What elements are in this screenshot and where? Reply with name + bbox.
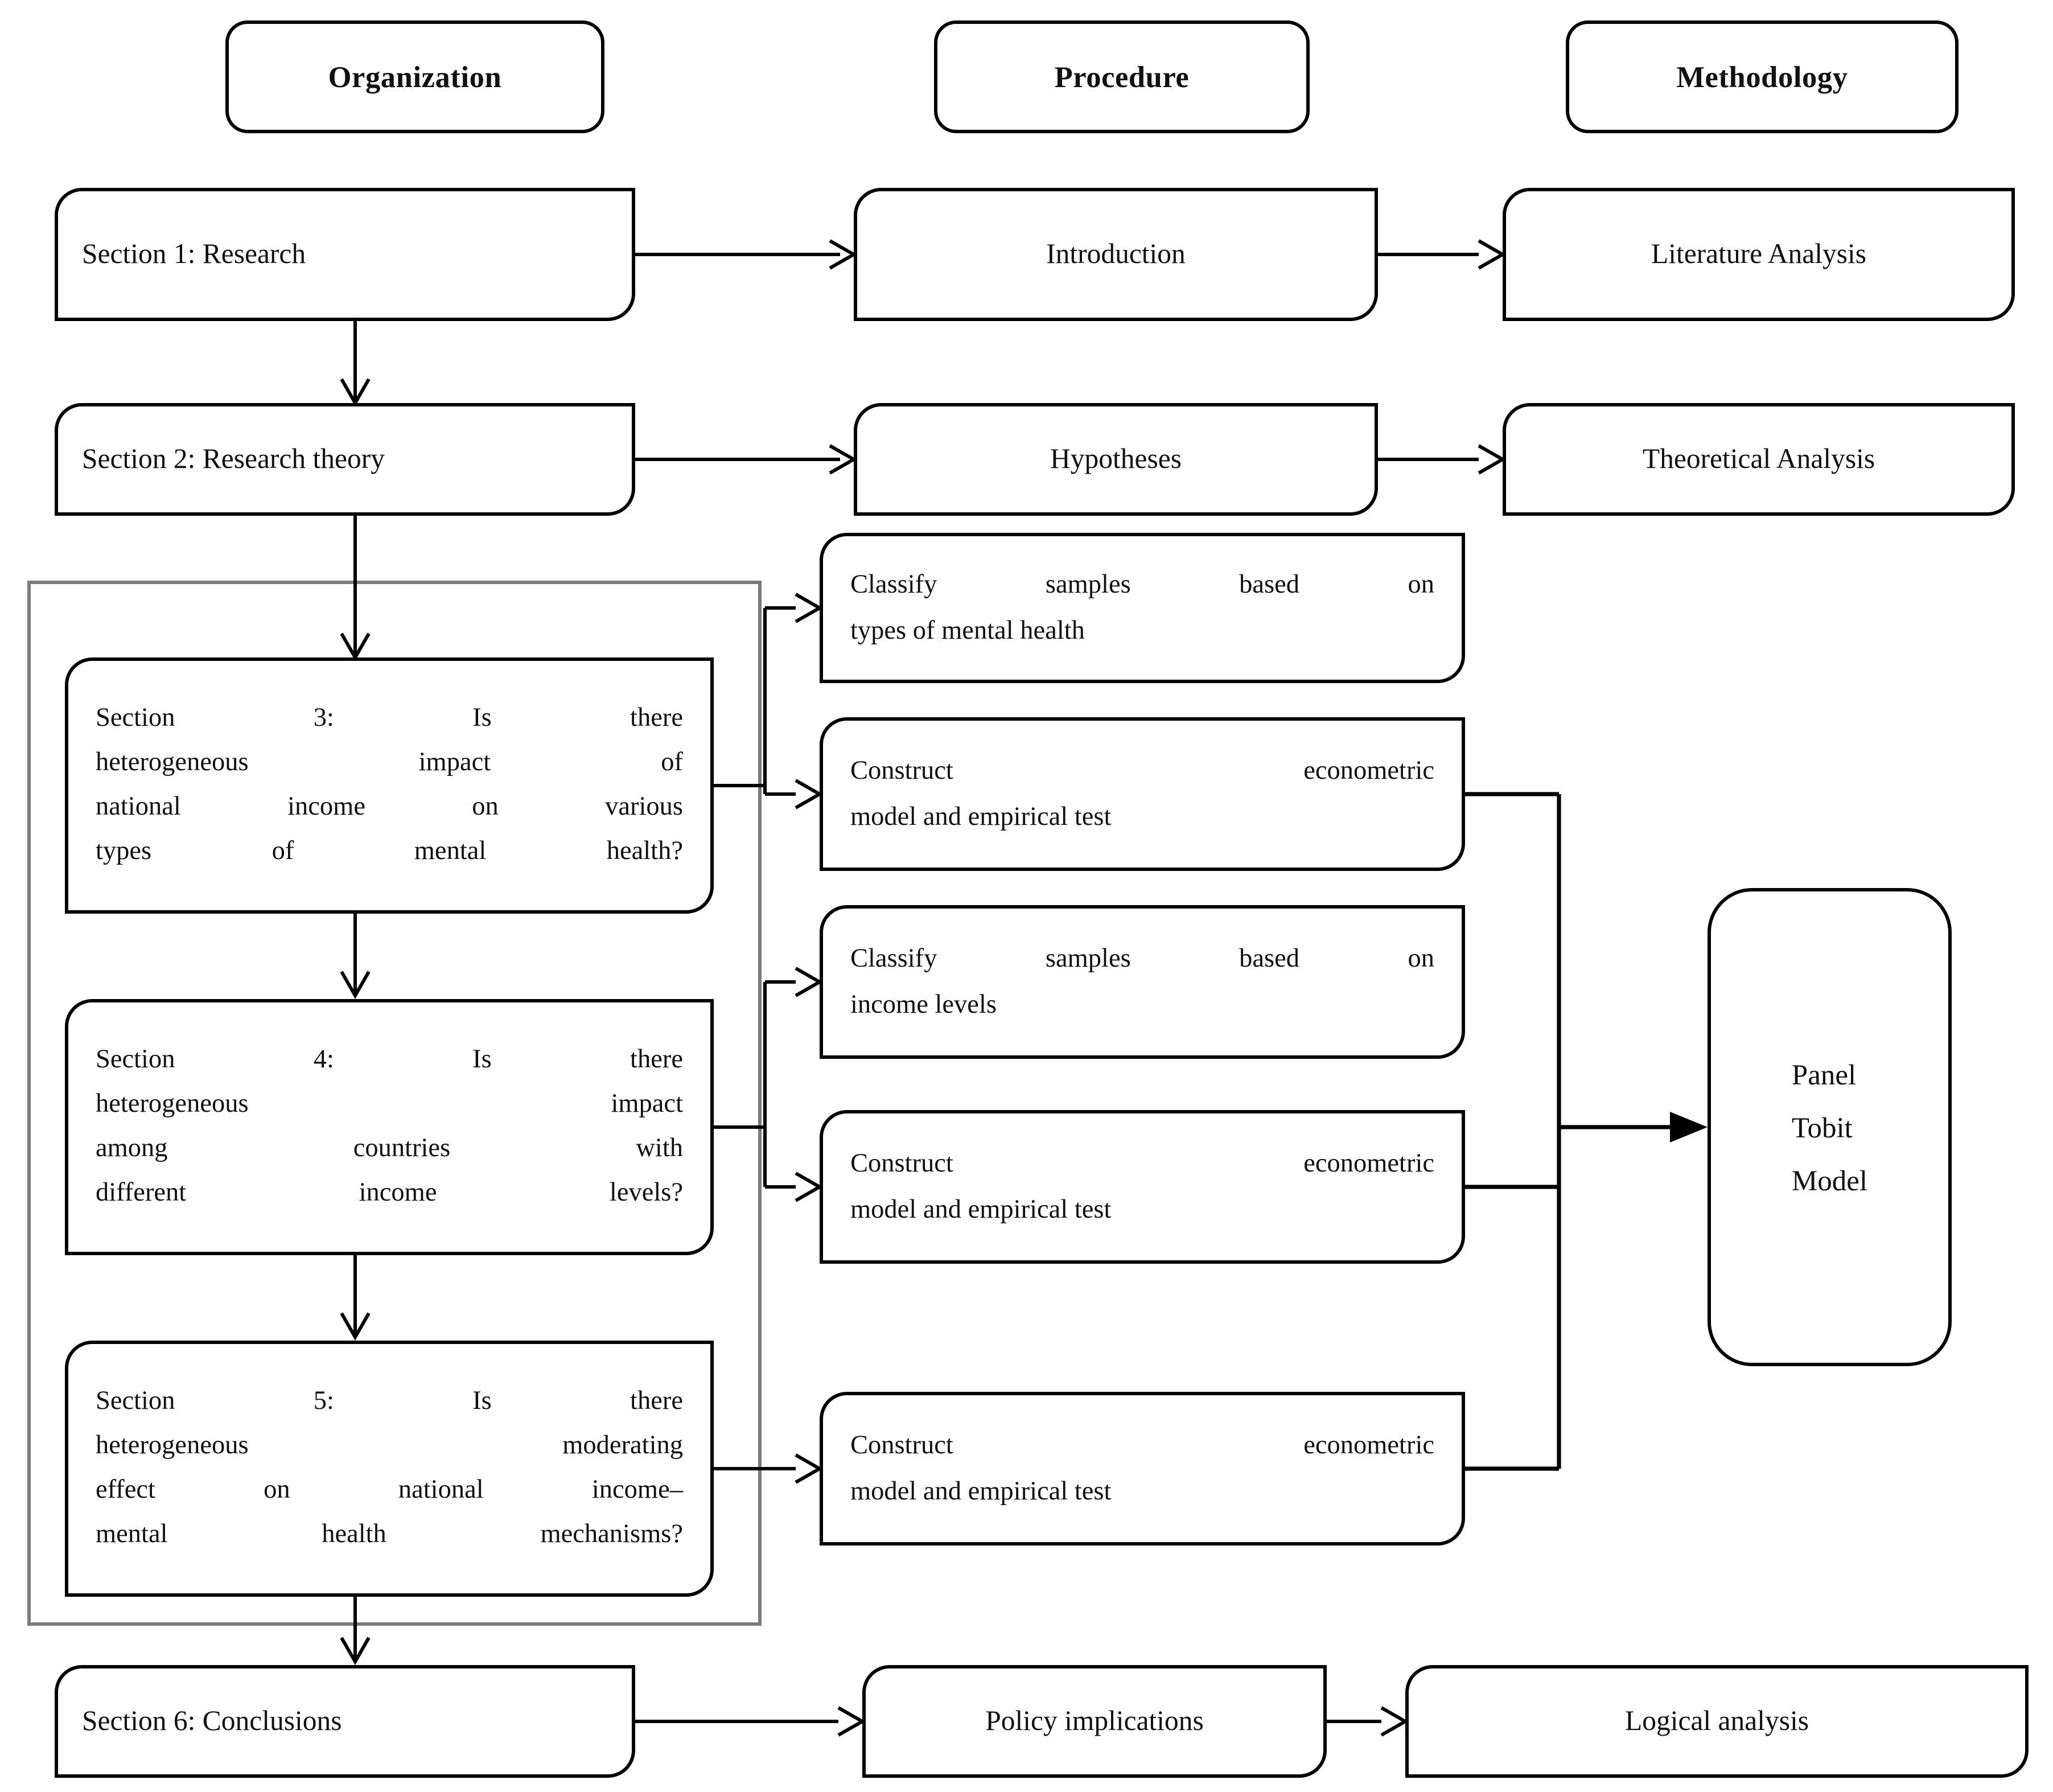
node-construct-model-3-line2: model and empirical test [850, 1477, 1112, 1506]
solid-arrowhead-panel-tobit [1670, 1112, 1708, 1142]
node-theoretical-analysis: Theoretical Analysis [1503, 403, 2015, 516]
node-section3-line4: types of mental health? [96, 837, 683, 866]
node-panel-tobit-line2: Tobit [1791, 1111, 1853, 1144]
node-section1-label: Section 1: Research [82, 237, 306, 270]
node-panel-tobit-model-text: Panel Tobit Model [1792, 1048, 1867, 1207]
node-classify-income-levels-text: Classify samples based on income levels [823, 936, 1462, 1028]
arrow-hypotheses-to-theoretical [1378, 446, 1503, 473]
node-section4-line2: heterogeneous impact [96, 1090, 683, 1119]
node-classify-income-levels: Classify samples based on income levels [820, 905, 1465, 1059]
header-methodology-label: Methodology [1676, 59, 1848, 93]
node-construct-model-2-line2: model and empirical test [850, 1195, 1112, 1224]
collector-to-panel-tobit [1465, 794, 1708, 1469]
header-procedure-label: Procedure [1054, 59, 1190, 93]
node-section3-line1: Section 3: Is there [96, 704, 683, 733]
node-classify-income-levels-line2: income levels [850, 990, 997, 1020]
node-section5-text: Section 5: Is there heterogeneous modera… [68, 1380, 710, 1557]
node-introduction: Introduction [854, 188, 1378, 321]
node-section6: Section 6: Conclusions [55, 1665, 635, 1778]
node-section3-text: Section 3: Is there heterogeneous impact… [68, 697, 710, 874]
header-methodology: Methodology [1566, 20, 1959, 133]
node-construct-model-3-line1: Construct econometric [850, 1431, 1434, 1460]
node-classify-mental-health-line2: types of mental health [850, 616, 1085, 646]
node-panel-tobit-line3: Model [1791, 1164, 1868, 1197]
arrow-section1-to-section2 [342, 321, 369, 403]
node-logical-analysis: Logical analysis [1405, 1665, 2029, 1778]
node-construct-model-1-line1: Construct econometric [850, 757, 1434, 786]
node-construct-model-2-text: Construct econometric model and empirica… [823, 1141, 1462, 1233]
node-hypotheses-label: Hypotheses [1050, 442, 1182, 475]
node-introduction-label: Introduction [1046, 237, 1186, 270]
node-construct-model-1: Construct econometric model and empirica… [820, 717, 1465, 871]
node-section3-line2: heterogeneous impact of [96, 748, 683, 777]
node-construct-model-2: Construct econometric model and empirica… [820, 1110, 1465, 1264]
node-section5-line3: effect on national income– [96, 1475, 683, 1505]
sections-3-4-5-group-outline [27, 581, 762, 1626]
node-section5: Section 5: Is there heterogeneous modera… [65, 1341, 714, 1597]
node-classify-income-levels-line1: Classify samples based on [850, 944, 1434, 973]
header-organization: Organization [225, 20, 604, 133]
header-procedure: Procedure [934, 20, 1310, 133]
node-classify-mental-health: Classify samples based on types of menta… [820, 533, 1465, 683]
node-construct-model-1-text: Construct econometric model and empirica… [823, 748, 1462, 840]
arrow-section6-to-policy [635, 1708, 862, 1735]
node-section5-line2: heterogeneous moderating [96, 1431, 683, 1460]
node-section1: Section 1: Research [55, 188, 635, 321]
node-section5-line1: Section 5: Is there [96, 1387, 683, 1416]
node-section4-line4: different income levels? [96, 1178, 683, 1207]
arrow-policy-to-logical [1327, 1708, 1405, 1735]
node-section5-line4: mental health mechanisms? [96, 1520, 683, 1549]
node-section6-label: Section 6: Conclusions [82, 1704, 342, 1737]
node-panel-tobit-model: Panel Tobit Model [1708, 888, 1952, 1366]
node-construct-model-1-line2: model and empirical test [850, 803, 1112, 832]
node-section2: Section 2: Research theory [55, 403, 635, 516]
node-section2-label: Section 2: Research theory [82, 442, 385, 475]
arrow-introduction-to-literature [1378, 241, 1503, 268]
node-section3-line3: national income on various [96, 792, 683, 821]
node-section3: Section 3: Is there heterogeneous impact… [65, 657, 714, 914]
node-section4-text: Section 4: Is there heterogeneous impact… [68, 1038, 710, 1216]
node-theoretical-analysis-label: Theoretical Analysis [1642, 442, 1875, 475]
arrow-section2-to-hypotheses [635, 446, 854, 473]
node-policy-implications-label: Policy implications [985, 1704, 1204, 1737]
node-panel-tobit-line1: Panel [1791, 1058, 1857, 1091]
node-classify-mental-health-line1: Classify samples based on [850, 570, 1434, 599]
node-literature-analysis: Literature Analysis [1503, 188, 2015, 321]
node-construct-model-3: Construct econometric model and empirica… [820, 1392, 1465, 1546]
node-policy-implications: Policy implications [862, 1665, 1327, 1778]
node-construct-model-2-line1: Construct econometric [850, 1149, 1434, 1178]
node-literature-analysis-label: Literature Analysis [1651, 237, 1866, 270]
node-logical-analysis-label: Logical analysis [1624, 1704, 1809, 1737]
node-section4: Section 4: Is there heterogeneous impact… [65, 999, 714, 1255]
header-organization-label: Organization [328, 59, 502, 93]
node-hypotheses: Hypotheses [854, 403, 1378, 516]
node-section4-line1: Section 4: Is there [96, 1045, 683, 1074]
arrow-section1-to-introduction [635, 241, 854, 268]
node-construct-model-3-text: Construct econometric model and empirica… [823, 1423, 1462, 1515]
node-section4-line3: among countries with [96, 1134, 683, 1163]
node-classify-mental-health-text: Classify samples based on types of menta… [823, 562, 1462, 654]
